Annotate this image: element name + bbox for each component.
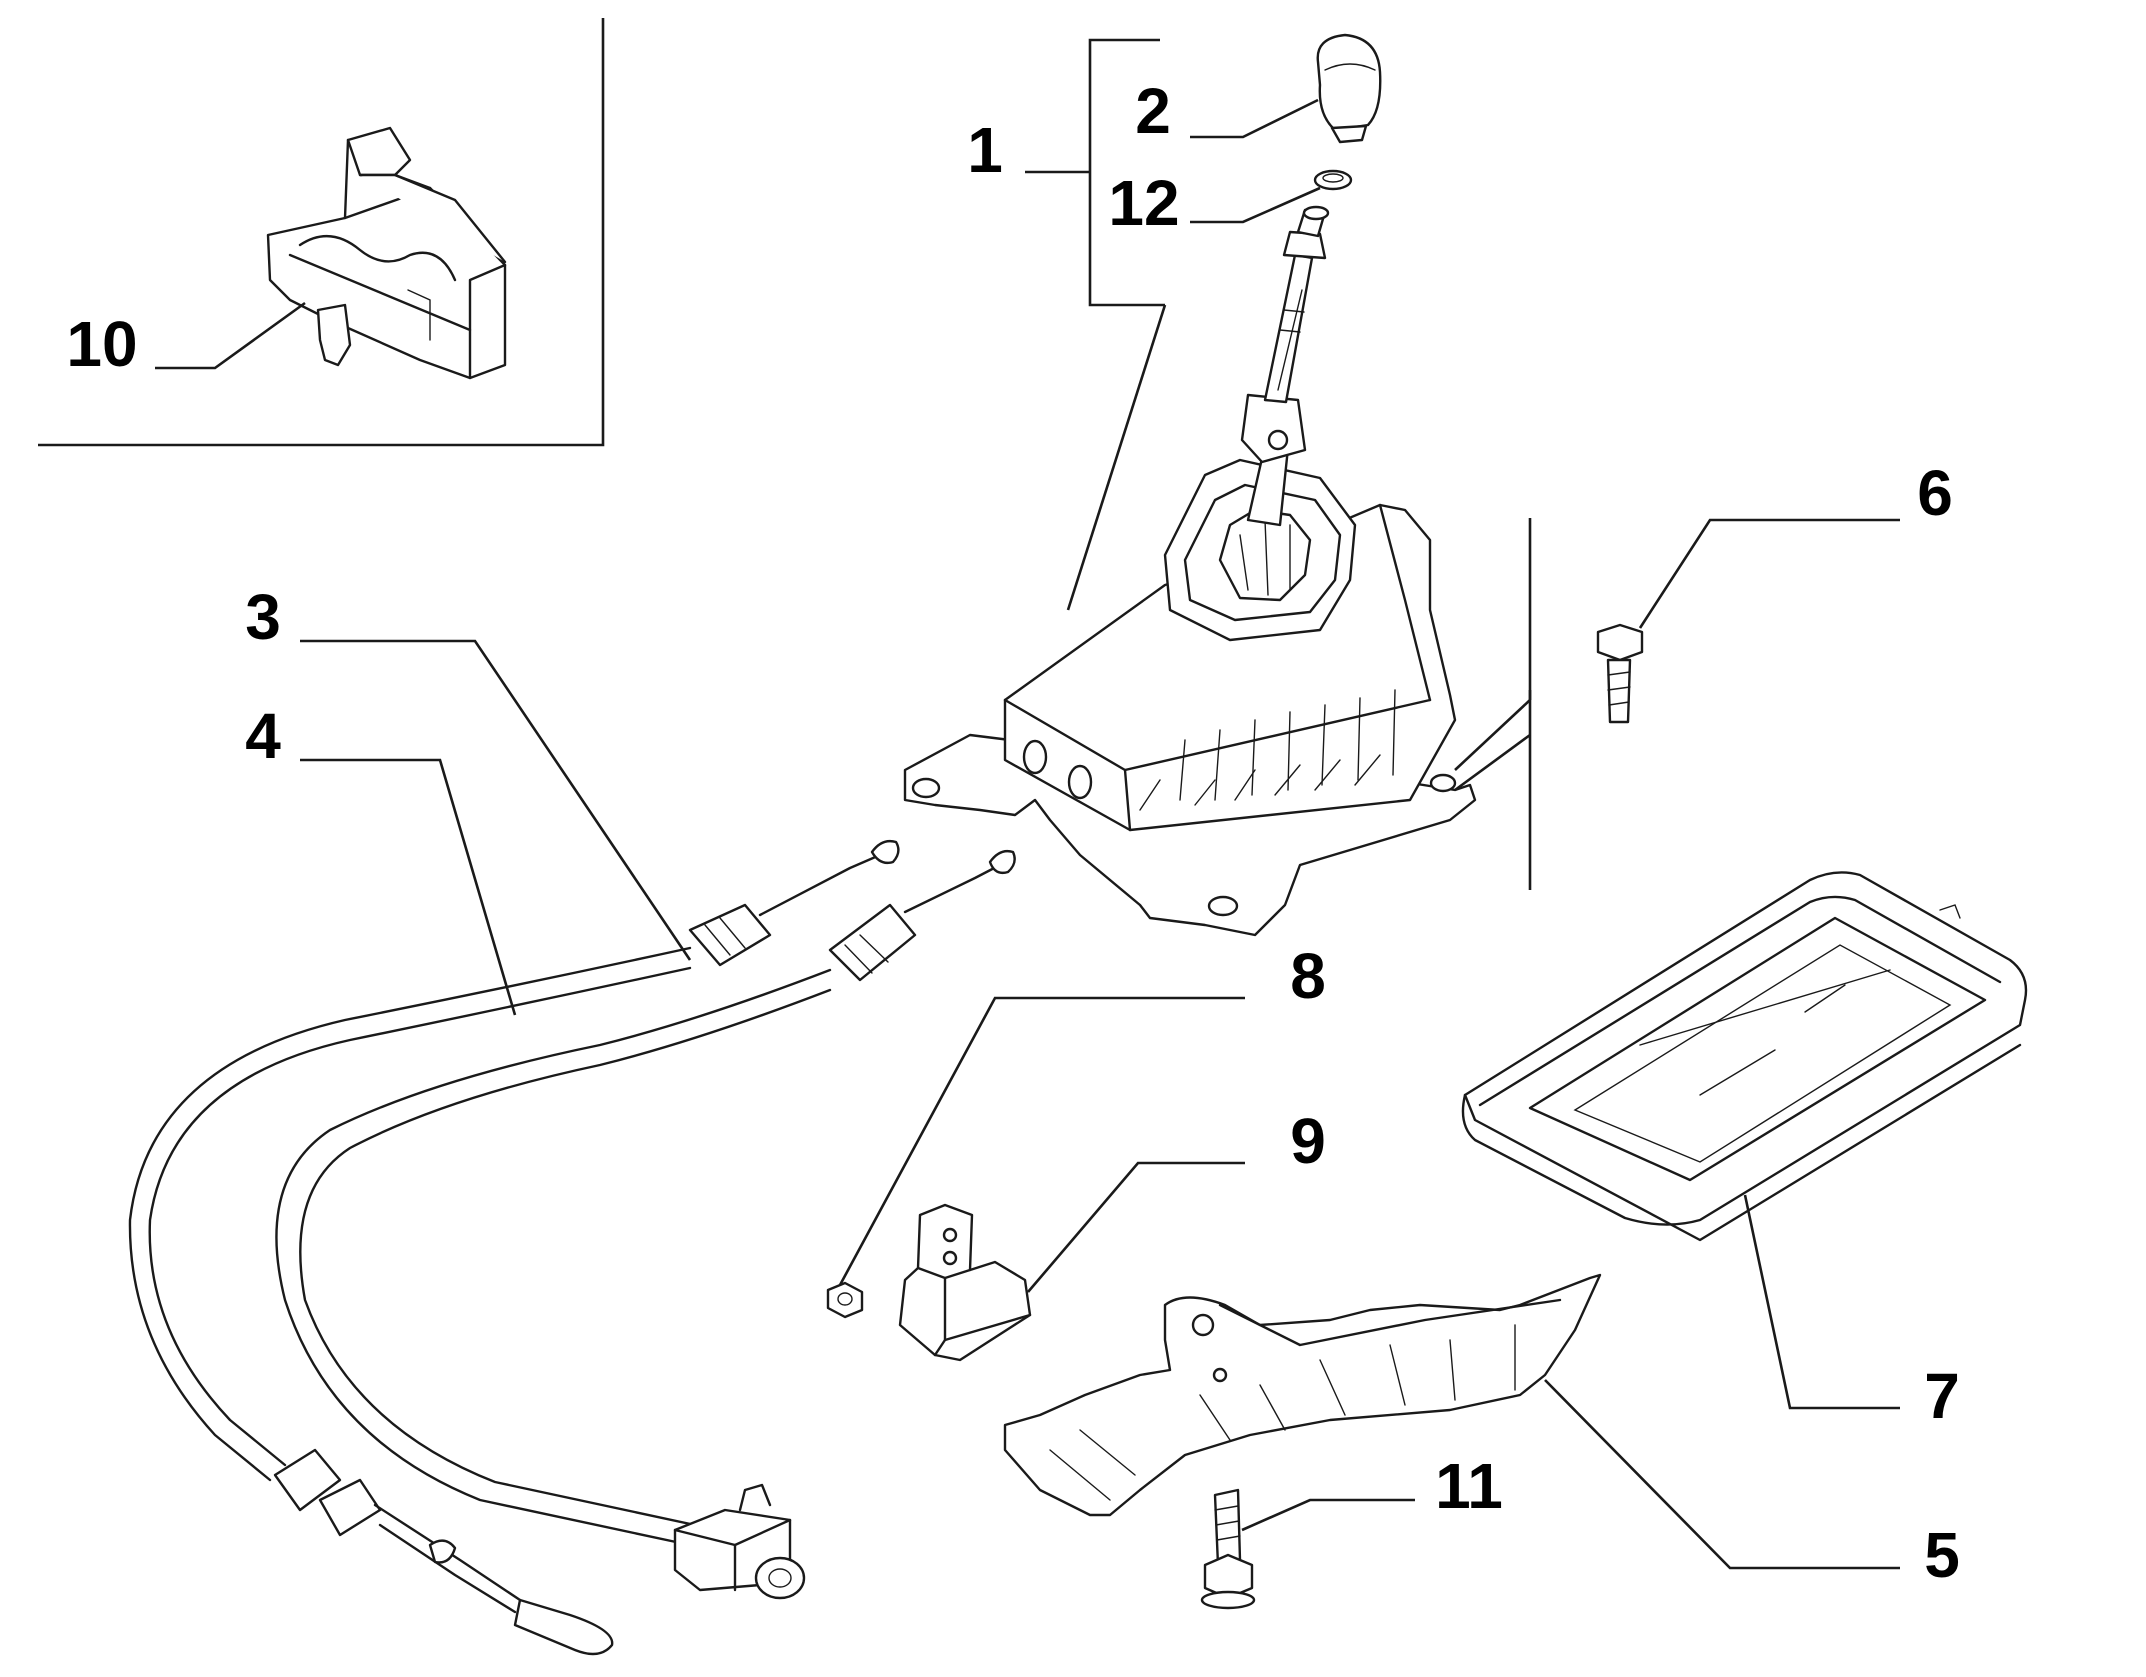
part-8-nut: [826, 1281, 864, 1319]
part-2-gear-knob: [1316, 33, 1382, 144]
callout-1: 1: [967, 114, 1003, 186]
callout-10: 10: [66, 308, 137, 380]
part-12-ring: [1313, 169, 1353, 191]
callout-6: 6: [1917, 457, 1953, 529]
callout-12: 12: [1108, 167, 1179, 239]
leader-lines: [155, 38, 1900, 1570]
inset-frame: [38, 18, 605, 447]
part-6-bolt: [1596, 623, 1644, 724]
callout-2: 2: [1135, 75, 1171, 147]
part-10-clip: [266, 126, 507, 380]
callout-8: 8: [1290, 940, 1326, 1012]
callout-5: 5: [1924, 1519, 1960, 1591]
callout-labels: 1 2 3 4 5 6 7 8 9 10 11 12: [66, 75, 1959, 1591]
part-7-cover-tray: [1461, 871, 2028, 1242]
housing-reference-lines: [1454, 518, 1532, 890]
part-11-bolt: [1200, 1488, 1256, 1610]
callout-9: 9: [1290, 1105, 1326, 1177]
callout-11: 11: [1435, 1450, 1503, 1522]
callout-3: 3: [245, 581, 281, 653]
callout-4: 4: [245, 700, 281, 772]
part-5-heat-shield: [1003, 1273, 1602, 1517]
part-9-bracket: [898, 1203, 1032, 1362]
part-1-gear-lever-assembly: [903, 205, 1477, 937]
callout-7: 7: [1924, 1360, 1960, 1432]
part-3-4-gear-cables: [128, 839, 1016, 1656]
